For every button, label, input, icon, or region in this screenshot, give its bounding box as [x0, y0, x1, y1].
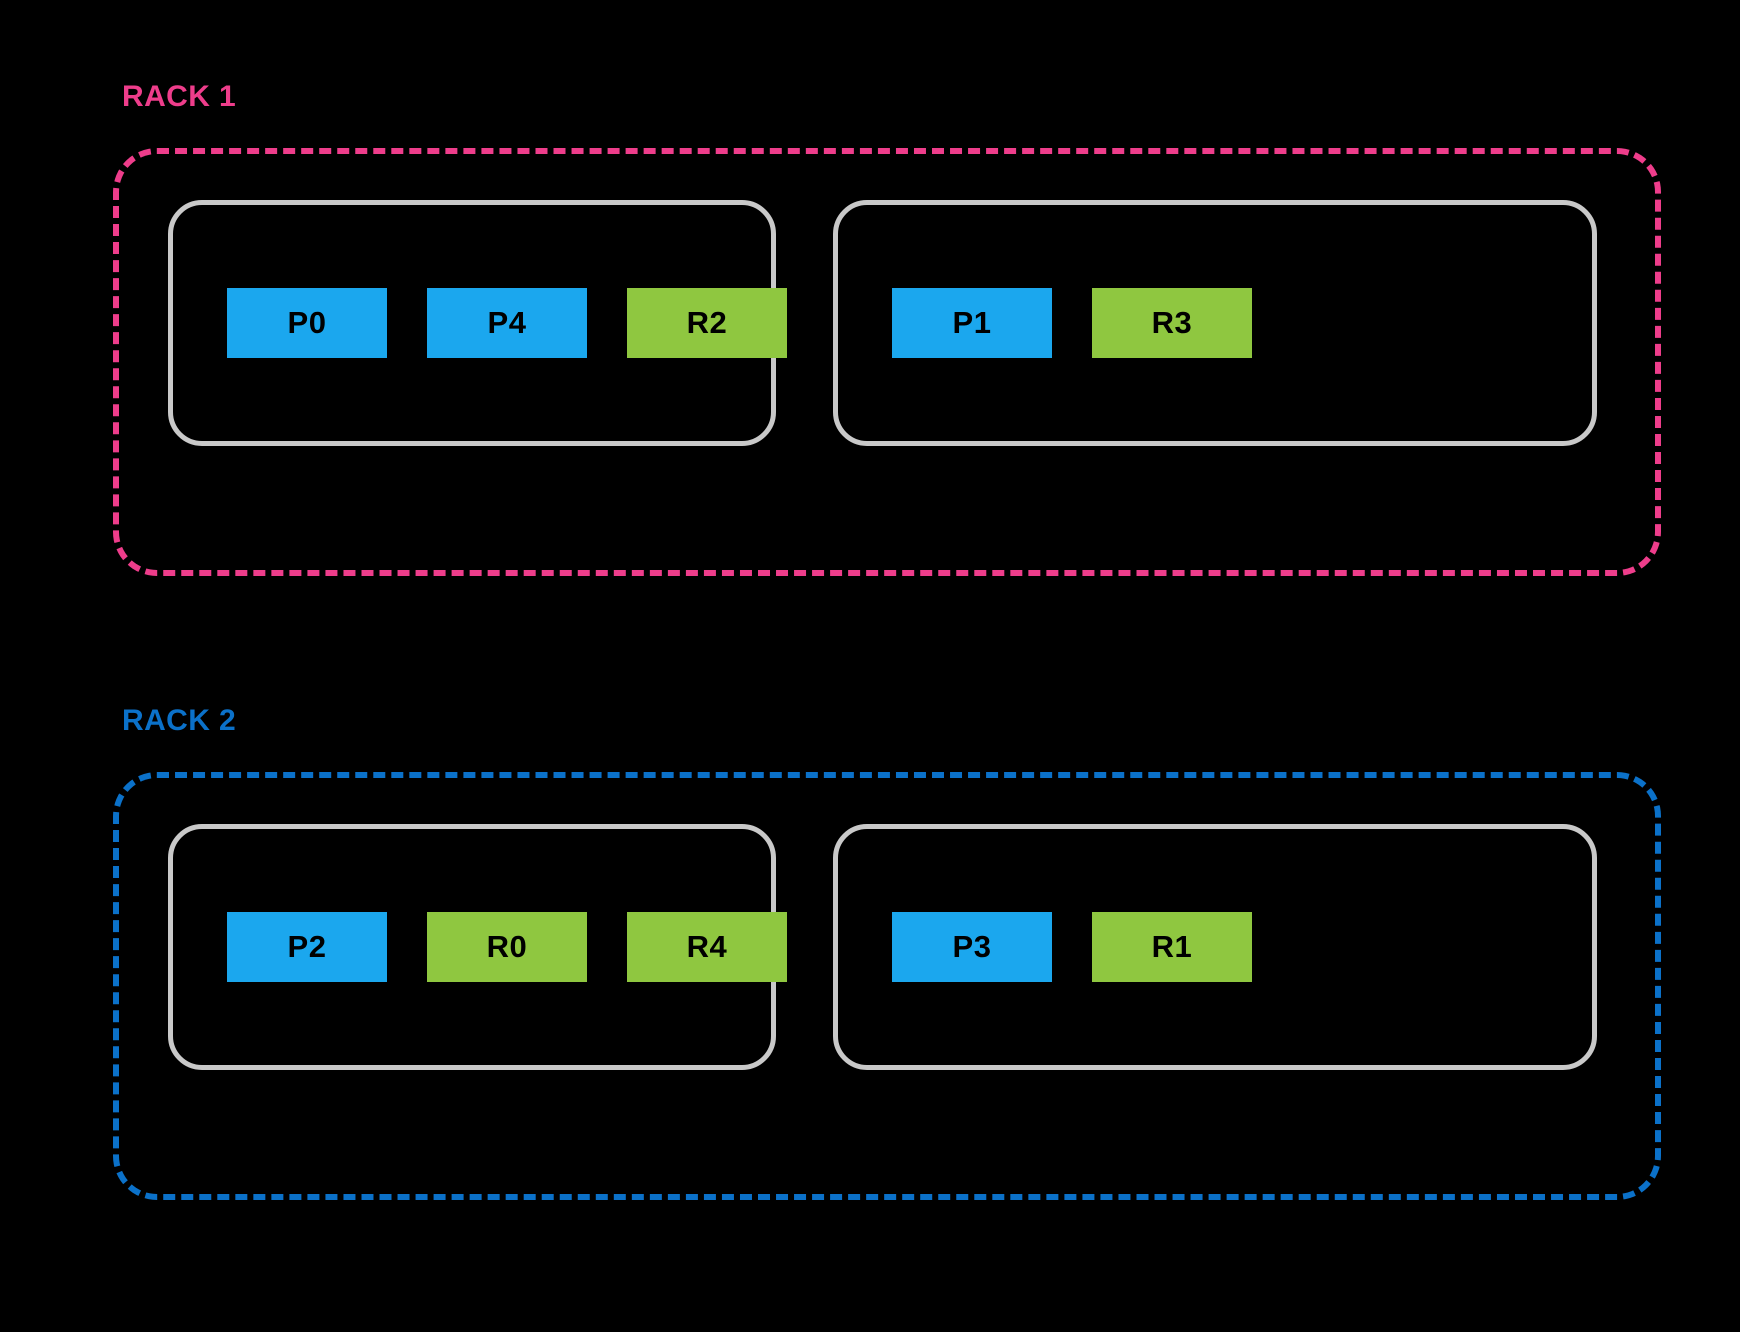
rack-1-label: RACK 1: [122, 80, 237, 113]
rack-2-label: RACK 2: [122, 704, 237, 737]
replica-chip[interactable]: R1: [1092, 912, 1252, 982]
partition-chip[interactable]: P2: [227, 912, 387, 982]
partition-chip[interactable]: P1: [892, 288, 1052, 358]
rack-1-node-1[interactable]: P0 P4 R2: [168, 200, 787, 446]
partition-chip[interactable]: P3: [892, 912, 1052, 982]
partition-chip[interactable]: P4: [427, 288, 587, 358]
replica-chip[interactable]: R3: [1092, 288, 1252, 358]
rack-2-node-1-chips: P2 R0 R4: [173, 912, 787, 982]
replica-chip[interactable]: R2: [627, 288, 787, 358]
rack-2-node-1[interactable]: P2 R0 R4: [168, 824, 787, 1070]
rack-2-node-2[interactable]: P3 R1: [833, 824, 1597, 1070]
rack-2-boundary: [113, 772, 1661, 1200]
rack-1-node-2[interactable]: P1 R3: [833, 200, 1597, 446]
rack-1-node-2-chips: P1 R3: [838, 288, 1252, 358]
partition-chip[interactable]: P0: [227, 288, 387, 358]
replica-chip[interactable]: R0: [427, 912, 587, 982]
rack-1-boundary: [113, 148, 1661, 576]
replica-chip[interactable]: R4: [627, 912, 787, 982]
rack-2-node-2-chips: P3 R1: [838, 912, 1252, 982]
rack-1-node-1-chips: P0 P4 R2: [173, 288, 787, 358]
